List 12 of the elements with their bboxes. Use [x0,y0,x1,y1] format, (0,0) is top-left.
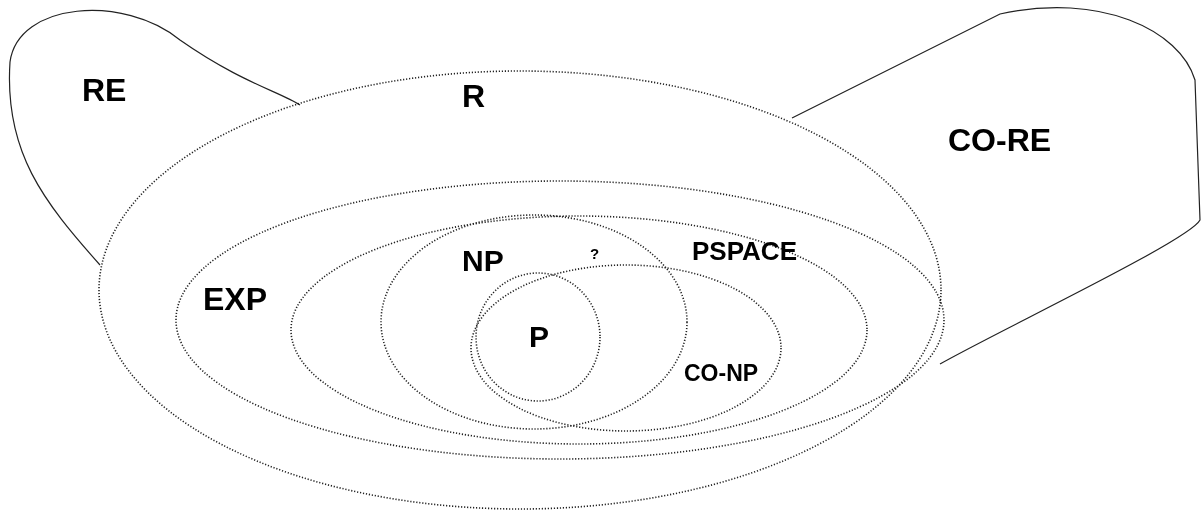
set-label: EXP [203,283,268,315]
set-label: P [529,322,549,352]
question-mark: ? [590,246,600,261]
set-label: RE [82,74,127,106]
set-label: NP [462,246,504,276]
set-label: PSPACE [692,238,797,264]
set-label: CO-RE [948,124,1052,156]
set-ellipse [475,272,601,402]
set-label: R [462,80,486,112]
set-ellipse [290,215,868,445]
set-label: CO-NP [684,362,759,385]
set-ellipse [175,180,945,460]
